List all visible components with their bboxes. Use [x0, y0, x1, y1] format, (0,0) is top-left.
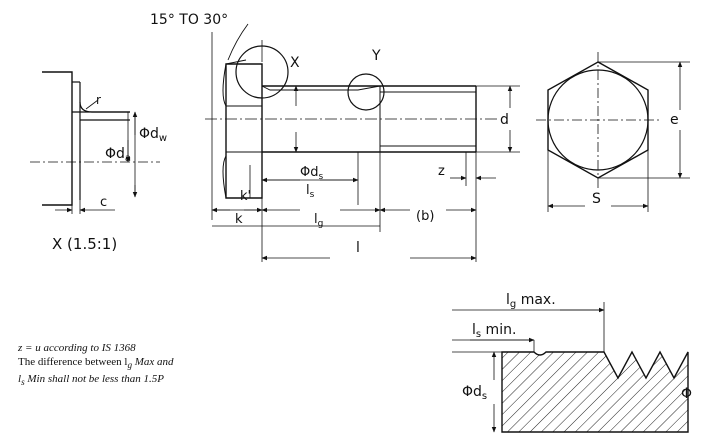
- s-label: S: [592, 191, 601, 207]
- d-label: d: [500, 112, 509, 128]
- e-label: e: [670, 112, 679, 128]
- hex-end-view: [536, 52, 690, 212]
- lg-max-label: lg max.: [506, 292, 556, 310]
- ls-label: ls: [306, 183, 315, 200]
- detail-x-view: [30, 71, 160, 214]
- l-label: l: [356, 240, 360, 256]
- c-label: c: [100, 195, 107, 210]
- ls-min-label: ls min.: [472, 322, 516, 340]
- k-label: k: [235, 212, 243, 227]
- z-label: z: [438, 164, 445, 179]
- detail-y-circle: [347, 73, 385, 111]
- angle-label: 15° TO 30°: [150, 12, 228, 28]
- bolt-dimensions: [211, 85, 520, 262]
- k-prime-label: k': [240, 189, 251, 204]
- detail-x-circle: [235, 45, 289, 99]
- detail-x-label: X: [290, 55, 300, 71]
- scale-label: X (1.5:1): [52, 235, 117, 253]
- detail-y-label: Y: [371, 48, 381, 64]
- note-line-2: The difference between lg Max and: [18, 356, 174, 371]
- b-label: (b): [416, 209, 434, 224]
- r-label: r: [96, 93, 101, 107]
- ds-detail-label: Φds: [462, 384, 487, 402]
- note-line-1: z = u according to IS 1368: [18, 342, 136, 354]
- detail-y-view: [452, 302, 689, 433]
- phi-label: Φ: [681, 386, 692, 402]
- lg-label: lg: [314, 212, 323, 229]
- note-line-3: ls Min shall not be less than 1.5P: [18, 373, 164, 388]
- notes-block: z = u according to IS 1368 The differenc…: [18, 341, 278, 389]
- da-label: Φda: [105, 146, 131, 164]
- dw-label: Φdw: [139, 126, 167, 144]
- ds-label: Φds: [300, 165, 323, 182]
